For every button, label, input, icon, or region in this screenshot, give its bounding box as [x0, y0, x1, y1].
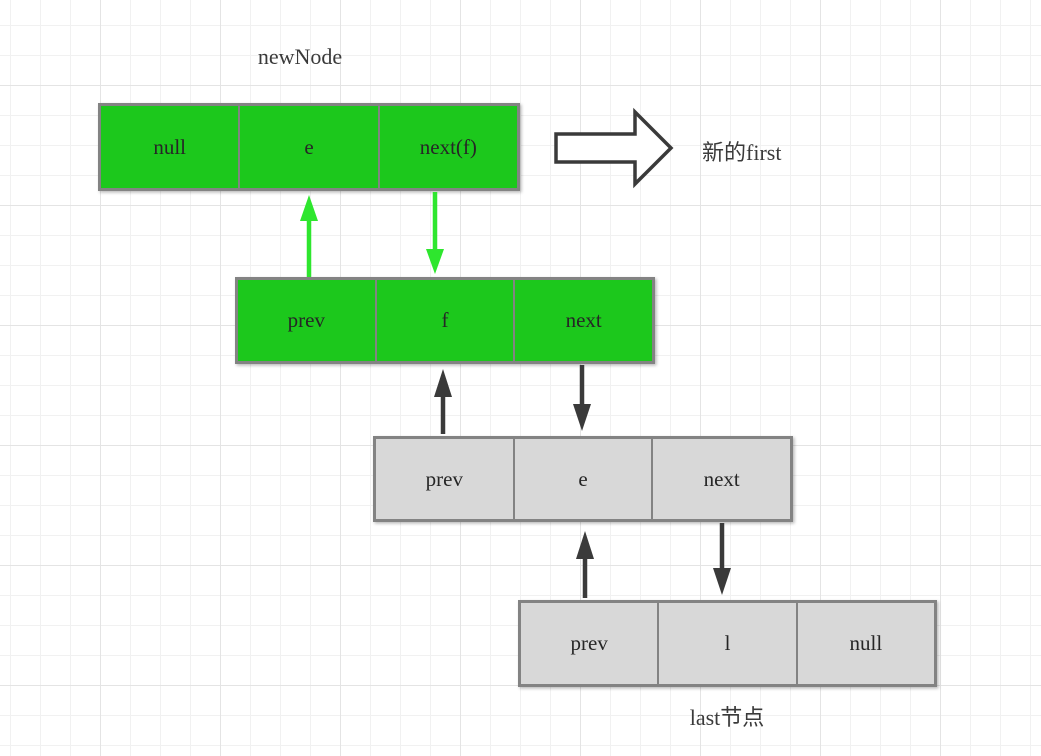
last-cell-prev: prev	[521, 603, 658, 684]
arrow-down-green-icon	[426, 192, 444, 274]
first-cell-next: next	[513, 280, 653, 361]
block-right-arrow-icon	[554, 107, 674, 189]
newnode-cell-next: next(f)	[377, 106, 517, 188]
last-cell-next: null	[795, 603, 934, 684]
node-newnode: null e next(f)	[98, 103, 520, 191]
arrow-up-green-icon	[300, 195, 318, 277]
arrow-down-dark-2-icon	[713, 523, 731, 595]
new-first-label: 新的first	[702, 140, 782, 165]
last-cell-item: l	[657, 603, 796, 684]
first-cell-prev: prev	[238, 280, 375, 361]
newnode-cell-prev: null	[101, 106, 239, 188]
arrow-down-dark-1-icon	[573, 365, 591, 431]
arrow-up-dark-1-icon	[434, 369, 452, 434]
middle-cell-next: next	[651, 439, 791, 519]
newnode-cell-item: e	[238, 106, 378, 188]
middle-cell-item: e	[512, 439, 652, 519]
newnode-label: newNode	[257, 44, 343, 69]
arrow-up-dark-2-icon	[576, 531, 594, 598]
node-last: prev l null	[518, 600, 937, 687]
first-cell-item: f	[374, 280, 514, 361]
last-node-label: last节点	[689, 705, 765, 730]
node-first: prev f next	[235, 277, 655, 364]
node-middle: prev e next	[373, 436, 793, 522]
middle-cell-prev: prev	[376, 439, 513, 519]
